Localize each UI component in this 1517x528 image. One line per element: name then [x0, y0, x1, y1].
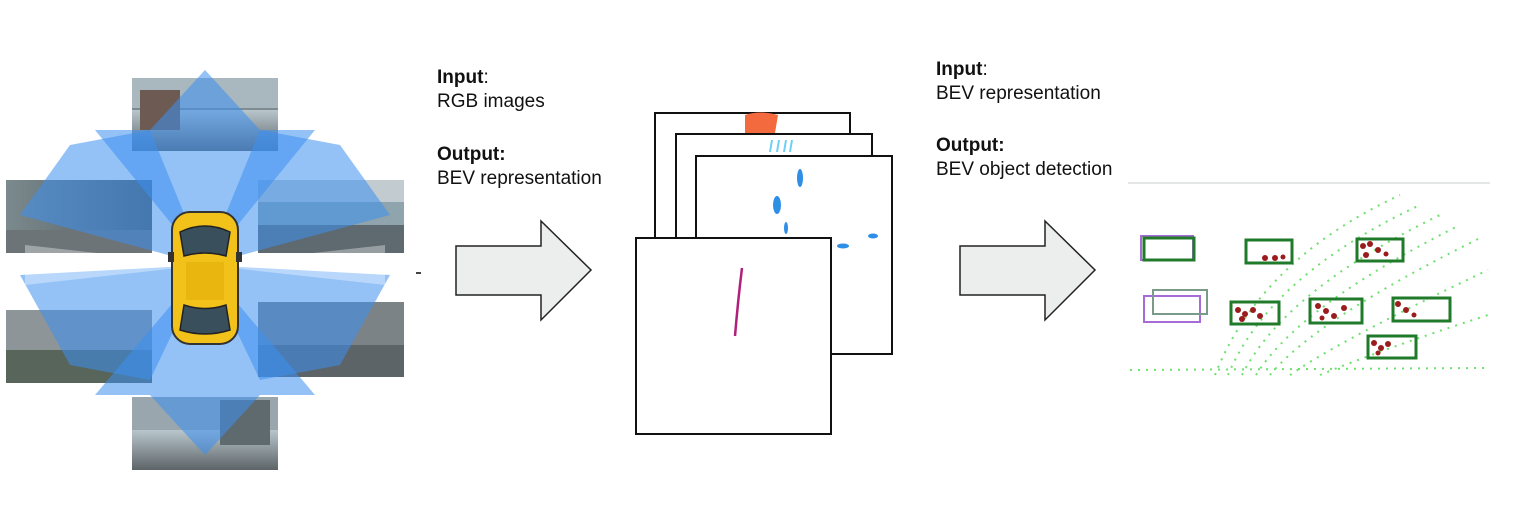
- detection-box-3: [1355, 237, 1405, 263]
- detection-box-purple-2: [1143, 295, 1201, 323]
- camera-fov-cones: [20, 70, 390, 455]
- stage1-output-title-text: Output:: [437, 144, 506, 165]
- bev-detection-result: [1128, 182, 1490, 376]
- bev-feature-map-0: [635, 237, 832, 435]
- stage2-input-title: Input: [936, 59, 983, 80]
- stage1-input-label: Input:: [437, 66, 489, 90]
- stage1-input-title: Input: [437, 67, 484, 88]
- detection-box-4: [1152, 289, 1208, 315]
- lidar-points: [1129, 194, 1489, 376]
- stage2-output-value: BEV object detection: [936, 159, 1113, 180]
- object-points: [1235, 241, 1417, 356]
- stage2-input-colon: :: [982, 59, 988, 80]
- stage2-input-label: Input:: [936, 58, 988, 82]
- stage2-output-title: Output:: [936, 134, 1005, 158]
- stage1-output-title: Output:: [437, 143, 506, 167]
- stage1-output-value: BEV representation: [437, 168, 602, 189]
- arrow-1: [455, 219, 593, 322]
- detection-box-purple-1: [1140, 235, 1194, 261]
- arrow-2: [959, 219, 1097, 322]
- detection-box-1: [1142, 236, 1196, 262]
- detection-box-2: [1244, 238, 1294, 265]
- orange-blob: [745, 112, 778, 133]
- surround-camera-setup: [6, 70, 404, 470]
- ego-car: [168, 211, 242, 345]
- detection-box-8: [1366, 334, 1418, 360]
- stage1-input-colon: :: [483, 67, 489, 88]
- detection-box-7: [1391, 296, 1452, 323]
- stage2-input-value: BEV representation: [936, 83, 1101, 104]
- stage2-output-title-text: Output:: [936, 135, 1005, 156]
- detection-boxes: [1140, 235, 1452, 360]
- detection-box-6: [1308, 297, 1364, 325]
- stage1-input-value: RGB images: [437, 91, 545, 112]
- bev-feature-stack: [635, 112, 893, 435]
- detection-box-5: [1229, 300, 1281, 326]
